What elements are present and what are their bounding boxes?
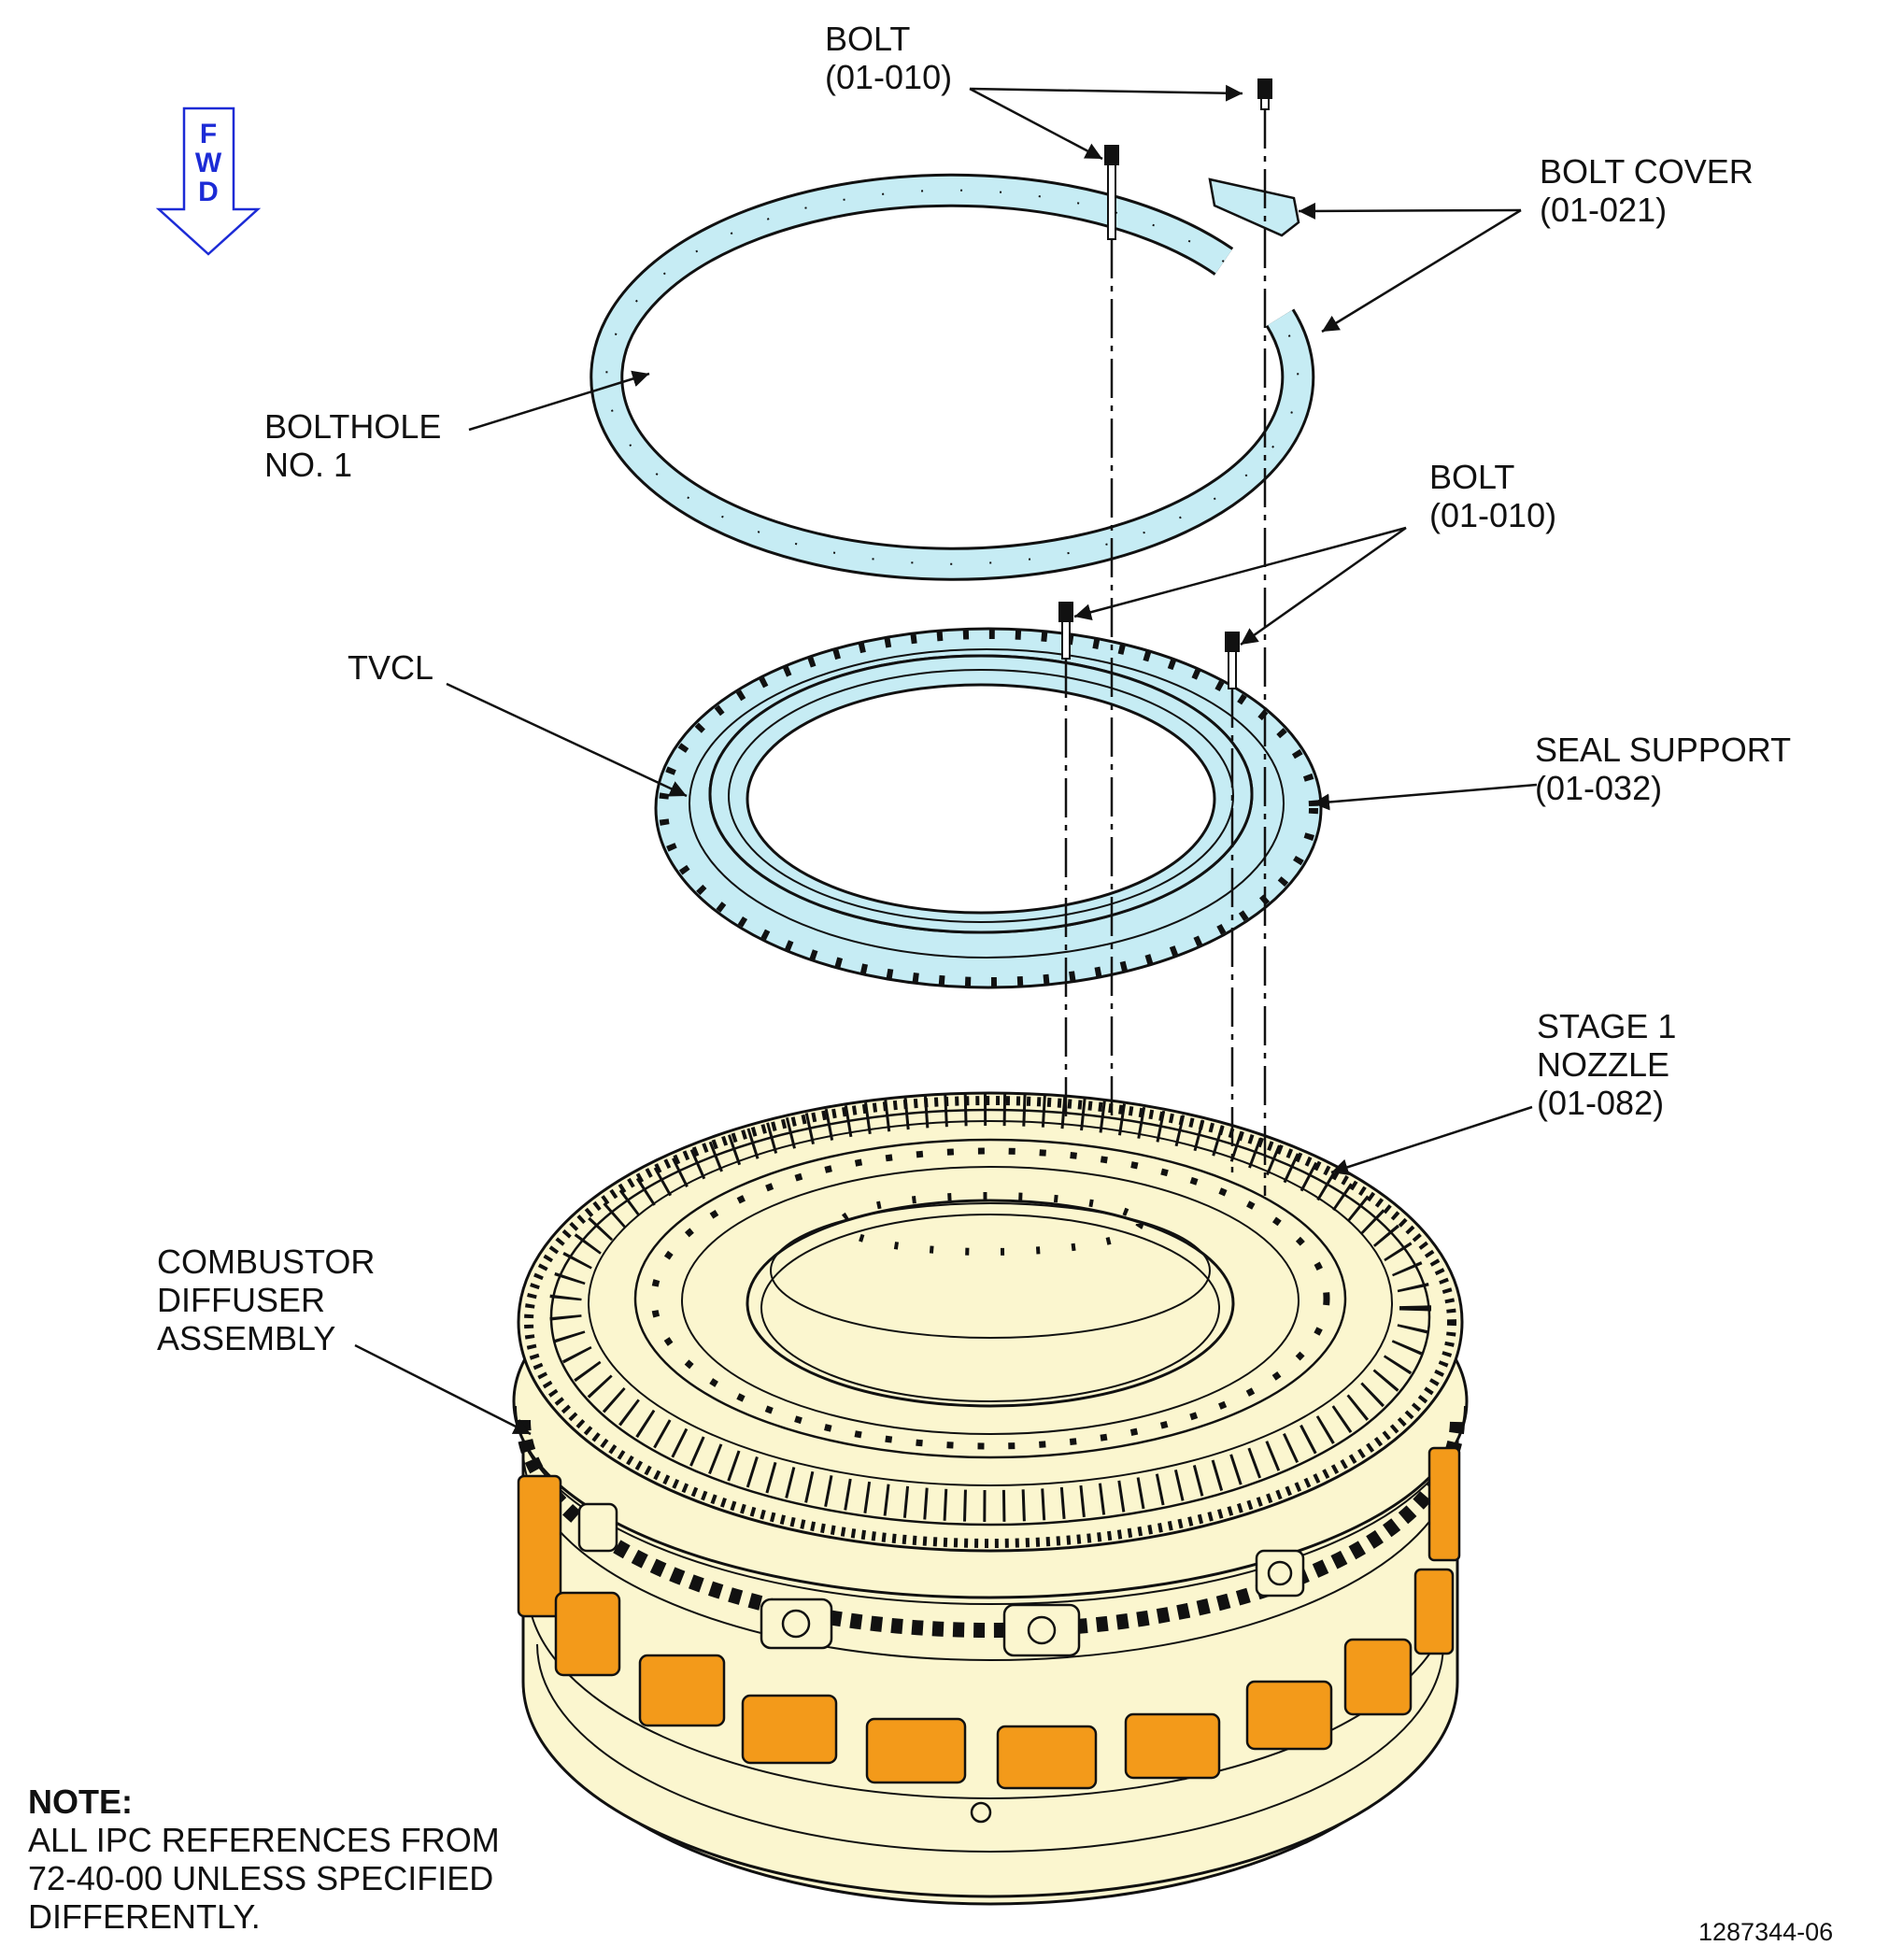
fwd-letter-d: D xyxy=(198,177,219,207)
bolthole-line2: NO. 1 xyxy=(264,446,353,484)
bolt-top-name: BOLT xyxy=(825,20,911,58)
bolt-top-ref: (01-010) xyxy=(825,58,953,96)
bolthole-line1: BOLTHOLE xyxy=(264,407,442,446)
callout-bolt-cover: BOLT COVER (01-021) xyxy=(1540,152,1754,229)
note-line3: DIFFERENTLY. xyxy=(28,1897,261,1936)
stage1-nozzle-line2: NOZZLE xyxy=(1537,1045,1670,1084)
leader-lines xyxy=(354,84,1538,1436)
callout-bolt-mid: BOLT (01-010) xyxy=(1429,458,1556,534)
combustor-line1: COMBUSTOR xyxy=(157,1243,376,1281)
callout-stage1-nozzle: STAGE 1 NOZZLE (01-082) xyxy=(1537,1007,1676,1122)
tvcl-name: TVCL xyxy=(348,648,434,687)
bolt-cover-ring xyxy=(589,173,1315,581)
callout-combustor: COMBUSTOR DIFFUSER ASSEMBLY xyxy=(157,1243,375,1357)
bolt-mid-name: BOLT xyxy=(1429,458,1515,496)
bolt-cover-name: BOLT COVER xyxy=(1540,152,1754,191)
bolt-cover-part xyxy=(1208,178,1300,237)
stage1-nozzle-ref: (01-082) xyxy=(1537,1084,1665,1122)
callout-tvcl: TVCL xyxy=(348,648,433,687)
fwd-arrow-icon xyxy=(155,107,262,256)
mounting-brackets xyxy=(517,1446,1461,1790)
callout-bolt-top: BOLT (01-010) xyxy=(825,20,952,96)
combustor-line2: DIFFUSER xyxy=(157,1281,325,1319)
figure-number: 1287344-06 xyxy=(1698,1918,1834,1946)
combustor-diffuser-housing xyxy=(512,1091,1469,1906)
callout-seal-support: SEAL SUPPORT (01-032) xyxy=(1535,731,1791,807)
bolt-cover-ref: (01-021) xyxy=(1540,191,1668,229)
note-block: NOTE: ALL IPC REFERENCES FROM 72-40-00 U… xyxy=(28,1782,500,1936)
note-title: NOTE: xyxy=(28,1782,133,1821)
seal-support-ref: (01-032) xyxy=(1535,769,1663,807)
callout-bolthole: BOLTHOLE NO. 1 xyxy=(264,407,441,484)
bolt-mid-ref: (01-010) xyxy=(1429,496,1557,534)
tvcl-ring xyxy=(708,654,1254,934)
bolt-icon xyxy=(1058,78,1272,689)
fwd-letter-w: W xyxy=(194,148,222,178)
casing-bosses xyxy=(577,1502,1305,1824)
combustor-line3: ASSEMBLY xyxy=(157,1319,336,1357)
bolt-center-lines xyxy=(1064,109,1267,1196)
note-line2: 72-40-00 UNLESS SPECIFIED xyxy=(28,1859,494,1897)
fwd-letter-f: F xyxy=(199,119,218,149)
fwd-label: F W D xyxy=(190,120,227,206)
note-line1: ALL IPC REFERENCES FROM xyxy=(28,1821,500,1859)
stage1-nozzle-line1: STAGE 1 xyxy=(1537,1007,1677,1045)
seal-support-name: SEAL SUPPORT xyxy=(1535,731,1792,769)
